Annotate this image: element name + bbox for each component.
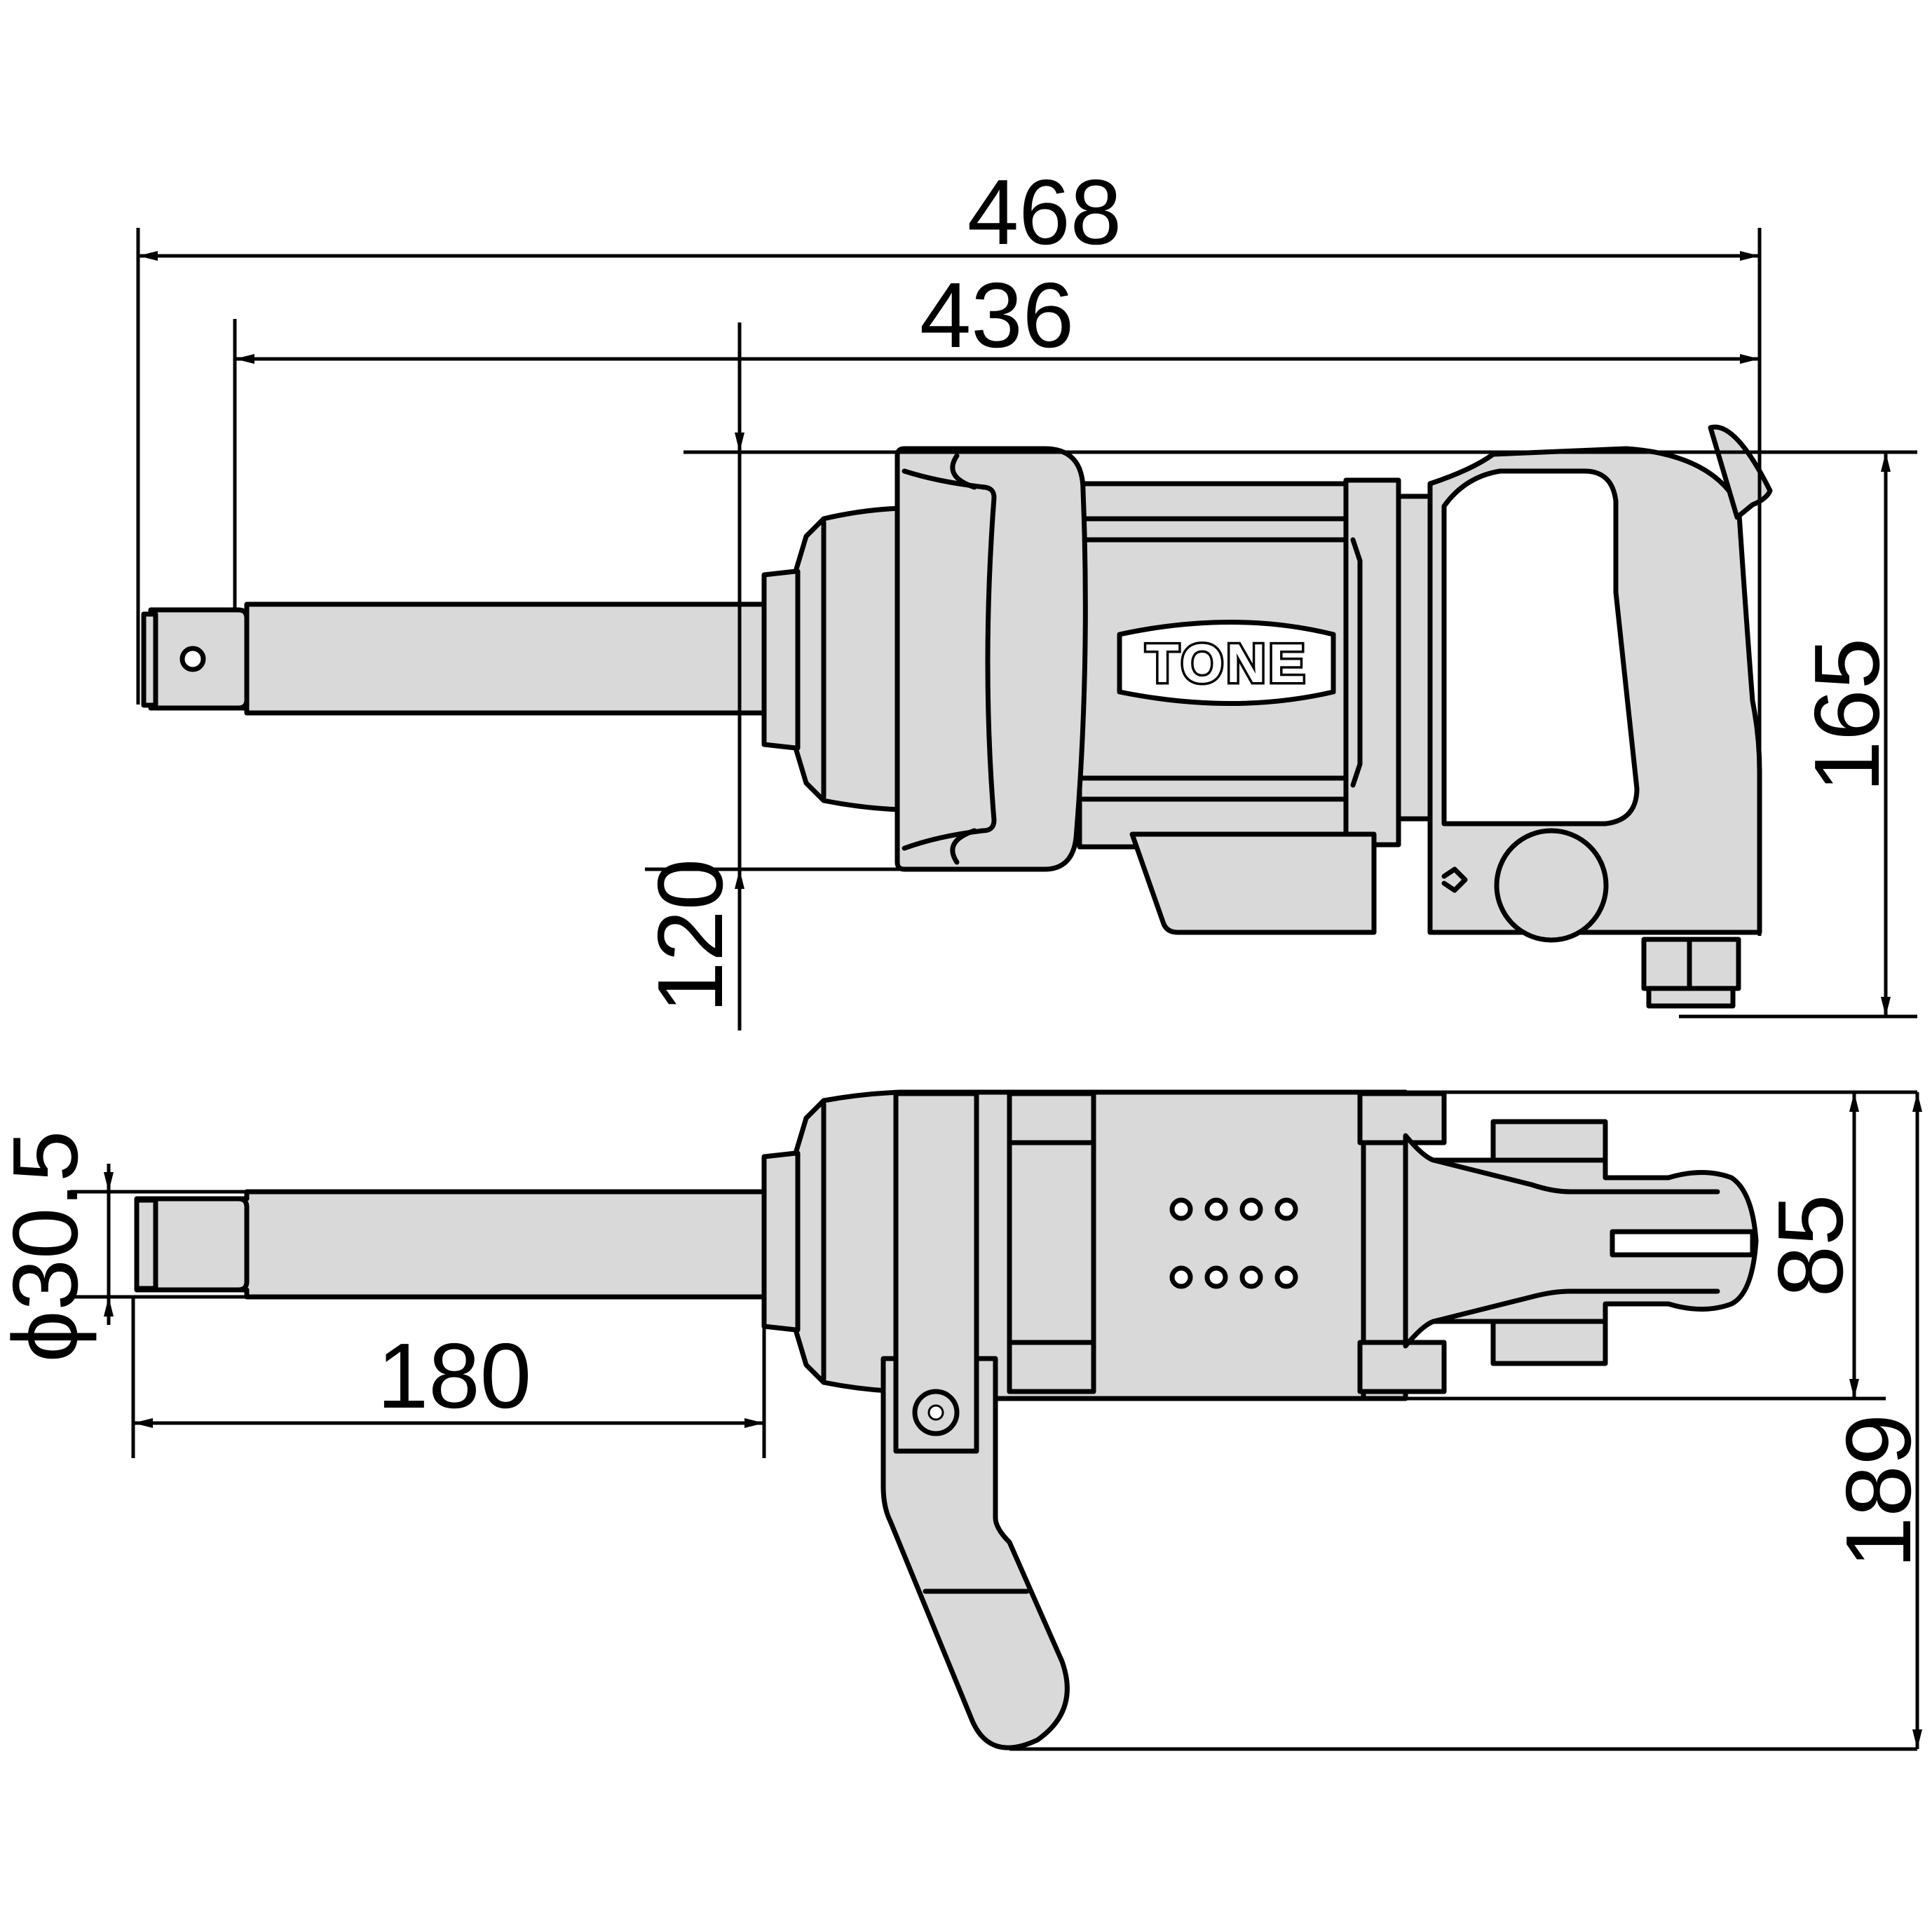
side-anvil [141,601,774,716]
total-height-label: 165 [1795,638,1898,792]
side-nose [761,505,904,812]
side-view: TONE [136,161,1917,1030]
top-dimensions: ϕ30.5 180 85 189 [0,1090,1930,1751]
top-bolt-lower-left [1007,1340,1096,1394]
front-height-label: 120 [639,859,742,1013]
grip-slot [1610,1229,1755,1258]
top-nose [761,1089,904,1394]
anvil-pin-hole [179,646,206,672]
side-housing: TONE [1077,481,1377,850]
side-rear-block [1343,477,1433,848]
side-handle [1427,424,1773,935]
top-body [898,1089,1447,1401]
throttle-lever [1708,424,1773,520]
top-bolt-upper-left [1007,1091,1096,1145]
side-air-inlet [1641,937,1741,1009]
vent-holes [1169,1197,1298,1289]
side-front-cover [894,446,1088,872]
top-anvil [134,1189,767,1300]
top-rear-grip [1403,1119,1759,1366]
brand-logo: TONE [1145,632,1307,694]
handle-opening [1441,468,1640,826]
top-side-handle [880,1091,1070,1750]
total-width-label: 189 [1827,1414,1930,1568]
logo-plate [1117,620,1336,706]
anvil-length-label: 180 [377,1324,531,1427]
side-dimensions: 468 436 120 165 [136,161,1917,1030]
rear-flange [1343,477,1401,848]
direction-arrow-icon [1441,866,1468,893]
top-bolt-upper-right [1357,1091,1447,1145]
body-width-label: 85 [1759,1195,1862,1298]
anvil-diameter-label: ϕ30.5 [0,1131,97,1363]
regulator-knob [1494,828,1609,943]
side-lower-body [1129,828,1609,943]
top-view: ϕ30.5 180 85 189 [0,1089,1930,1751]
overall-length-label: 468 [967,161,1122,264]
top-bolt-lower-right [1357,1340,1447,1394]
body-length-label: 436 [920,264,1074,367]
